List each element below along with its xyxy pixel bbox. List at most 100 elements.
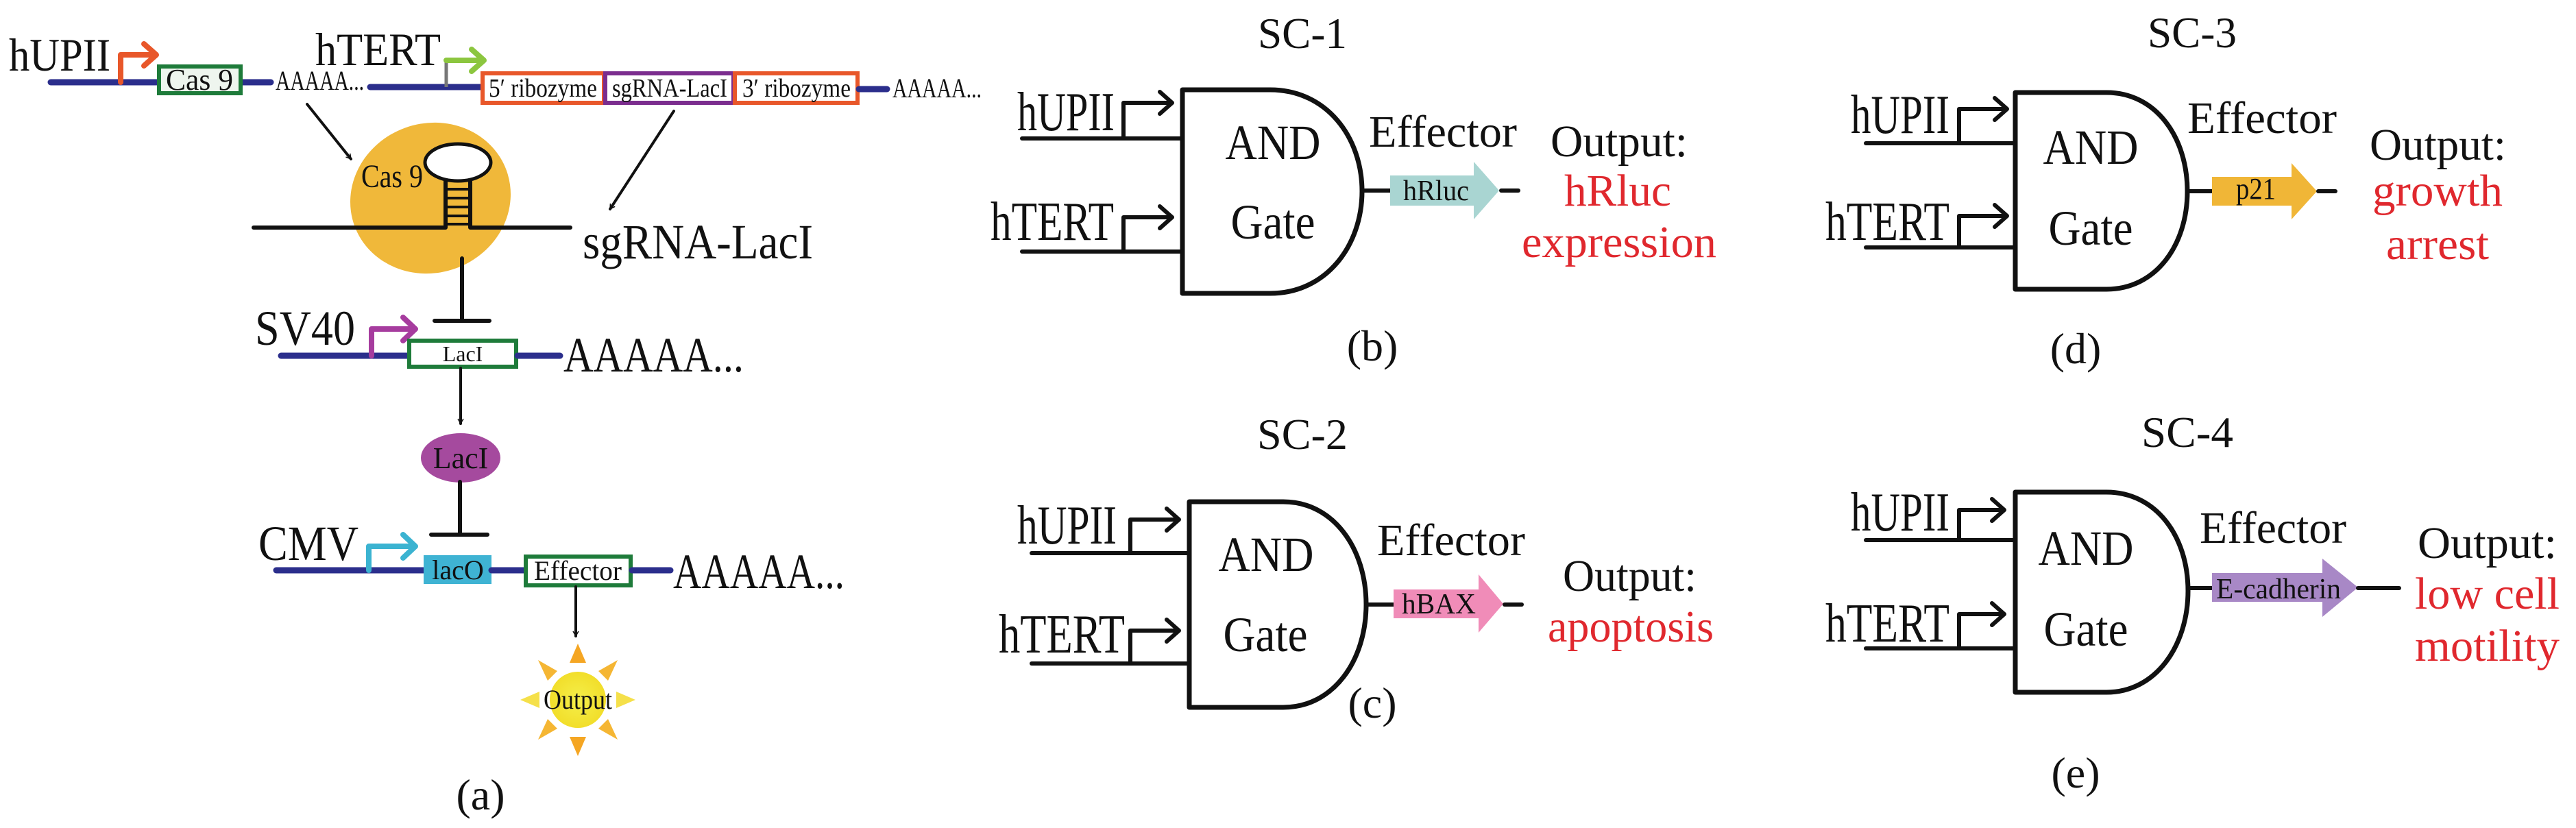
output-value-line-1: low cell: [2415, 569, 2560, 619]
cas9-protein-label: Cas 9: [361, 158, 423, 195]
sun-ray: [538, 660, 557, 681]
part-box-3-ribozyme: [733, 71, 860, 105]
part-label-3-ribozyme: 3′ ribozyme: [742, 74, 851, 103]
gene-label-effector: Effector: [534, 555, 622, 586]
construct-sv40-laci: SV40 LacI AAAAA...: [255, 301, 744, 382]
effector-gene-label: hBAX: [1402, 589, 1476, 620]
gate-label-and: AND: [2039, 521, 2134, 576]
inhibition-arrow: [433, 256, 491, 323]
sun-core: [550, 672, 606, 728]
sun-ray: [598, 660, 618, 681]
input-label-hupii: hUPII: [1851, 483, 1949, 543]
part-box-sgrna-laci: [603, 71, 736, 105]
sgrna-laci-label: sgRNA-LacI: [583, 215, 813, 269]
sun-ray: [598, 719, 618, 740]
gate-label-gate: Gate: [2049, 201, 2133, 256]
output-sun-icon: Output: [520, 644, 635, 756]
gene-box-cas9: [157, 64, 243, 95]
panel-label-d: (d): [2050, 324, 2102, 373]
laci-repressor: LacI: [421, 433, 500, 483]
promoter-arrow-icon: [1121, 204, 1174, 254]
gene-label-cas9: Cas 9: [166, 63, 233, 97]
input-label-hupii: hUPII: [1017, 82, 1115, 143]
polya-label: AAAAA...: [892, 73, 982, 103]
polya-label: AAAAA...: [563, 328, 744, 382]
expression-arrow: [306, 103, 352, 160]
gene-label-laci: LacI: [443, 341, 483, 366]
promoter-arrow-icon: [1121, 90, 1174, 141]
output-value-line-1: hRluc: [1564, 166, 1671, 216]
effector-gene-label: p21: [2236, 172, 2276, 206]
effector-heading: Effector: [1369, 107, 1517, 157]
promoter-arrow-icon: [1128, 507, 1181, 555]
input-label-hupii: hUPII: [1017, 496, 1117, 556]
promoter-label-sv40: SV40: [255, 301, 355, 356]
part-label-5-ribozyme: 5′ ribozyme: [489, 74, 597, 103]
effector-heading: Effector: [2187, 93, 2337, 143]
polya-label: AAAAA...: [673, 544, 845, 599]
inhibition-arrow: [429, 480, 489, 537]
gate-label-gate: Gate: [2044, 602, 2128, 657]
panel-d-sc3: SC-3 hUPII hTERT AND Gate p21 Effector O…: [1825, 8, 2506, 373]
sun-ray: [570, 644, 586, 663]
gate-label-and: AND: [2043, 120, 2139, 175]
output-value-line-1: apoptosis: [1548, 602, 1714, 652]
effector-arrow: [2212, 559, 2358, 617]
promoter-label-cmv: CMV: [258, 516, 359, 571]
panel-label-a: (a): [456, 770, 505, 819]
panel-e-sc4: SC-4 hUPII hTERT AND Gate E-cadherin Eff…: [1825, 408, 2560, 797]
panel-label-b: (b): [1347, 321, 1398, 370]
part-label-sgrna-laci: sgRNA-LacI: [612, 74, 727, 103]
circuit-title: SC-2: [1257, 410, 1348, 459]
gate-label-gate: Gate: [1224, 607, 1308, 662]
effector-arrow: [1394, 574, 1503, 633]
promoter-arrow-icon: [366, 532, 418, 573]
cas9-sgrna-complex: Cas 9 sgRNA-LacI: [252, 122, 813, 274]
operator-box-laco: [424, 555, 491, 584]
input-label-htert: hTERT: [1825, 594, 1949, 654]
output-heading: Output:: [1551, 117, 1688, 167]
promoter-arrow-icon: [369, 315, 418, 358]
and-gate-shape: [2013, 489, 2191, 695]
construct-hupii-cas9: hUPII Cas 9 AAAAA...: [9, 29, 364, 97]
construct-htert-sgrna: hTERT 5′ ribozyme sgRNA-LacI 3′ ribozyme…: [315, 23, 982, 105]
output-heading: Output:: [2370, 120, 2506, 170]
panel-c-sc2: SC-2 hUPII hTERT AND Gate hBAX Effector …: [999, 410, 1714, 727]
promoter-arrow-icon: [1957, 203, 2009, 249]
input-label-hupii: hUPII: [1851, 85, 1949, 145]
sun-ray: [616, 692, 635, 708]
panel-label-e: (e): [2051, 748, 2100, 797]
promoter-arrow-icon: [1128, 618, 1181, 666]
polya-label: AAAAA...: [276, 65, 364, 96]
panel-a: hUPII Cas 9 AAAAA... hTERT 5′ ribozyme s…: [9, 23, 982, 819]
sun-ray: [538, 719, 557, 740]
sgrna-loop: [423, 142, 493, 183]
circuit-title: SC-3: [2148, 8, 2237, 57]
output-value-line-2: arrest: [2386, 219, 2489, 269]
circuit-title: SC-4: [2141, 408, 2233, 456]
output-value-line-1: growth: [2372, 166, 2503, 216]
sun-ray: [570, 737, 586, 756]
construct-cmv-effector: CMV lacO Effector AAAAA...: [258, 516, 845, 599]
panel-b-sc1: SC-1 hUPII hTERT AND Gate hRluc Effector…: [991, 9, 1716, 370]
effector-arrow: [1390, 162, 1499, 219]
promoter-arrow-icon: [118, 41, 159, 85]
gate-label-and: AND: [1226, 115, 1321, 170]
output-label: Output: [544, 684, 612, 715]
operator-label-laco: lacO: [432, 555, 484, 585]
input-label-htert: hTERT: [999, 605, 1125, 665]
output-heading: Output:: [1563, 551, 1697, 601]
output-heading: Output:: [2418, 518, 2557, 568]
sgrna-stem-rungs: [444, 188, 472, 226]
cas9-protein: [350, 122, 511, 274]
promoter-arrow-icon: [1957, 601, 2006, 650]
promoter-arrow-icon: [1957, 497, 2006, 542]
promoter-arrow-icon: [443, 47, 487, 74]
input-label-htert: hTERT: [1825, 192, 1949, 252]
expression-arrow: [609, 110, 675, 210]
target-dna-line: [252, 178, 572, 230]
effector-gene-label: E-cadherin: [2216, 574, 2341, 605]
promoter-arrow-icon: [1957, 96, 2009, 145]
promoter-label-htert: hTERT: [315, 23, 441, 75]
